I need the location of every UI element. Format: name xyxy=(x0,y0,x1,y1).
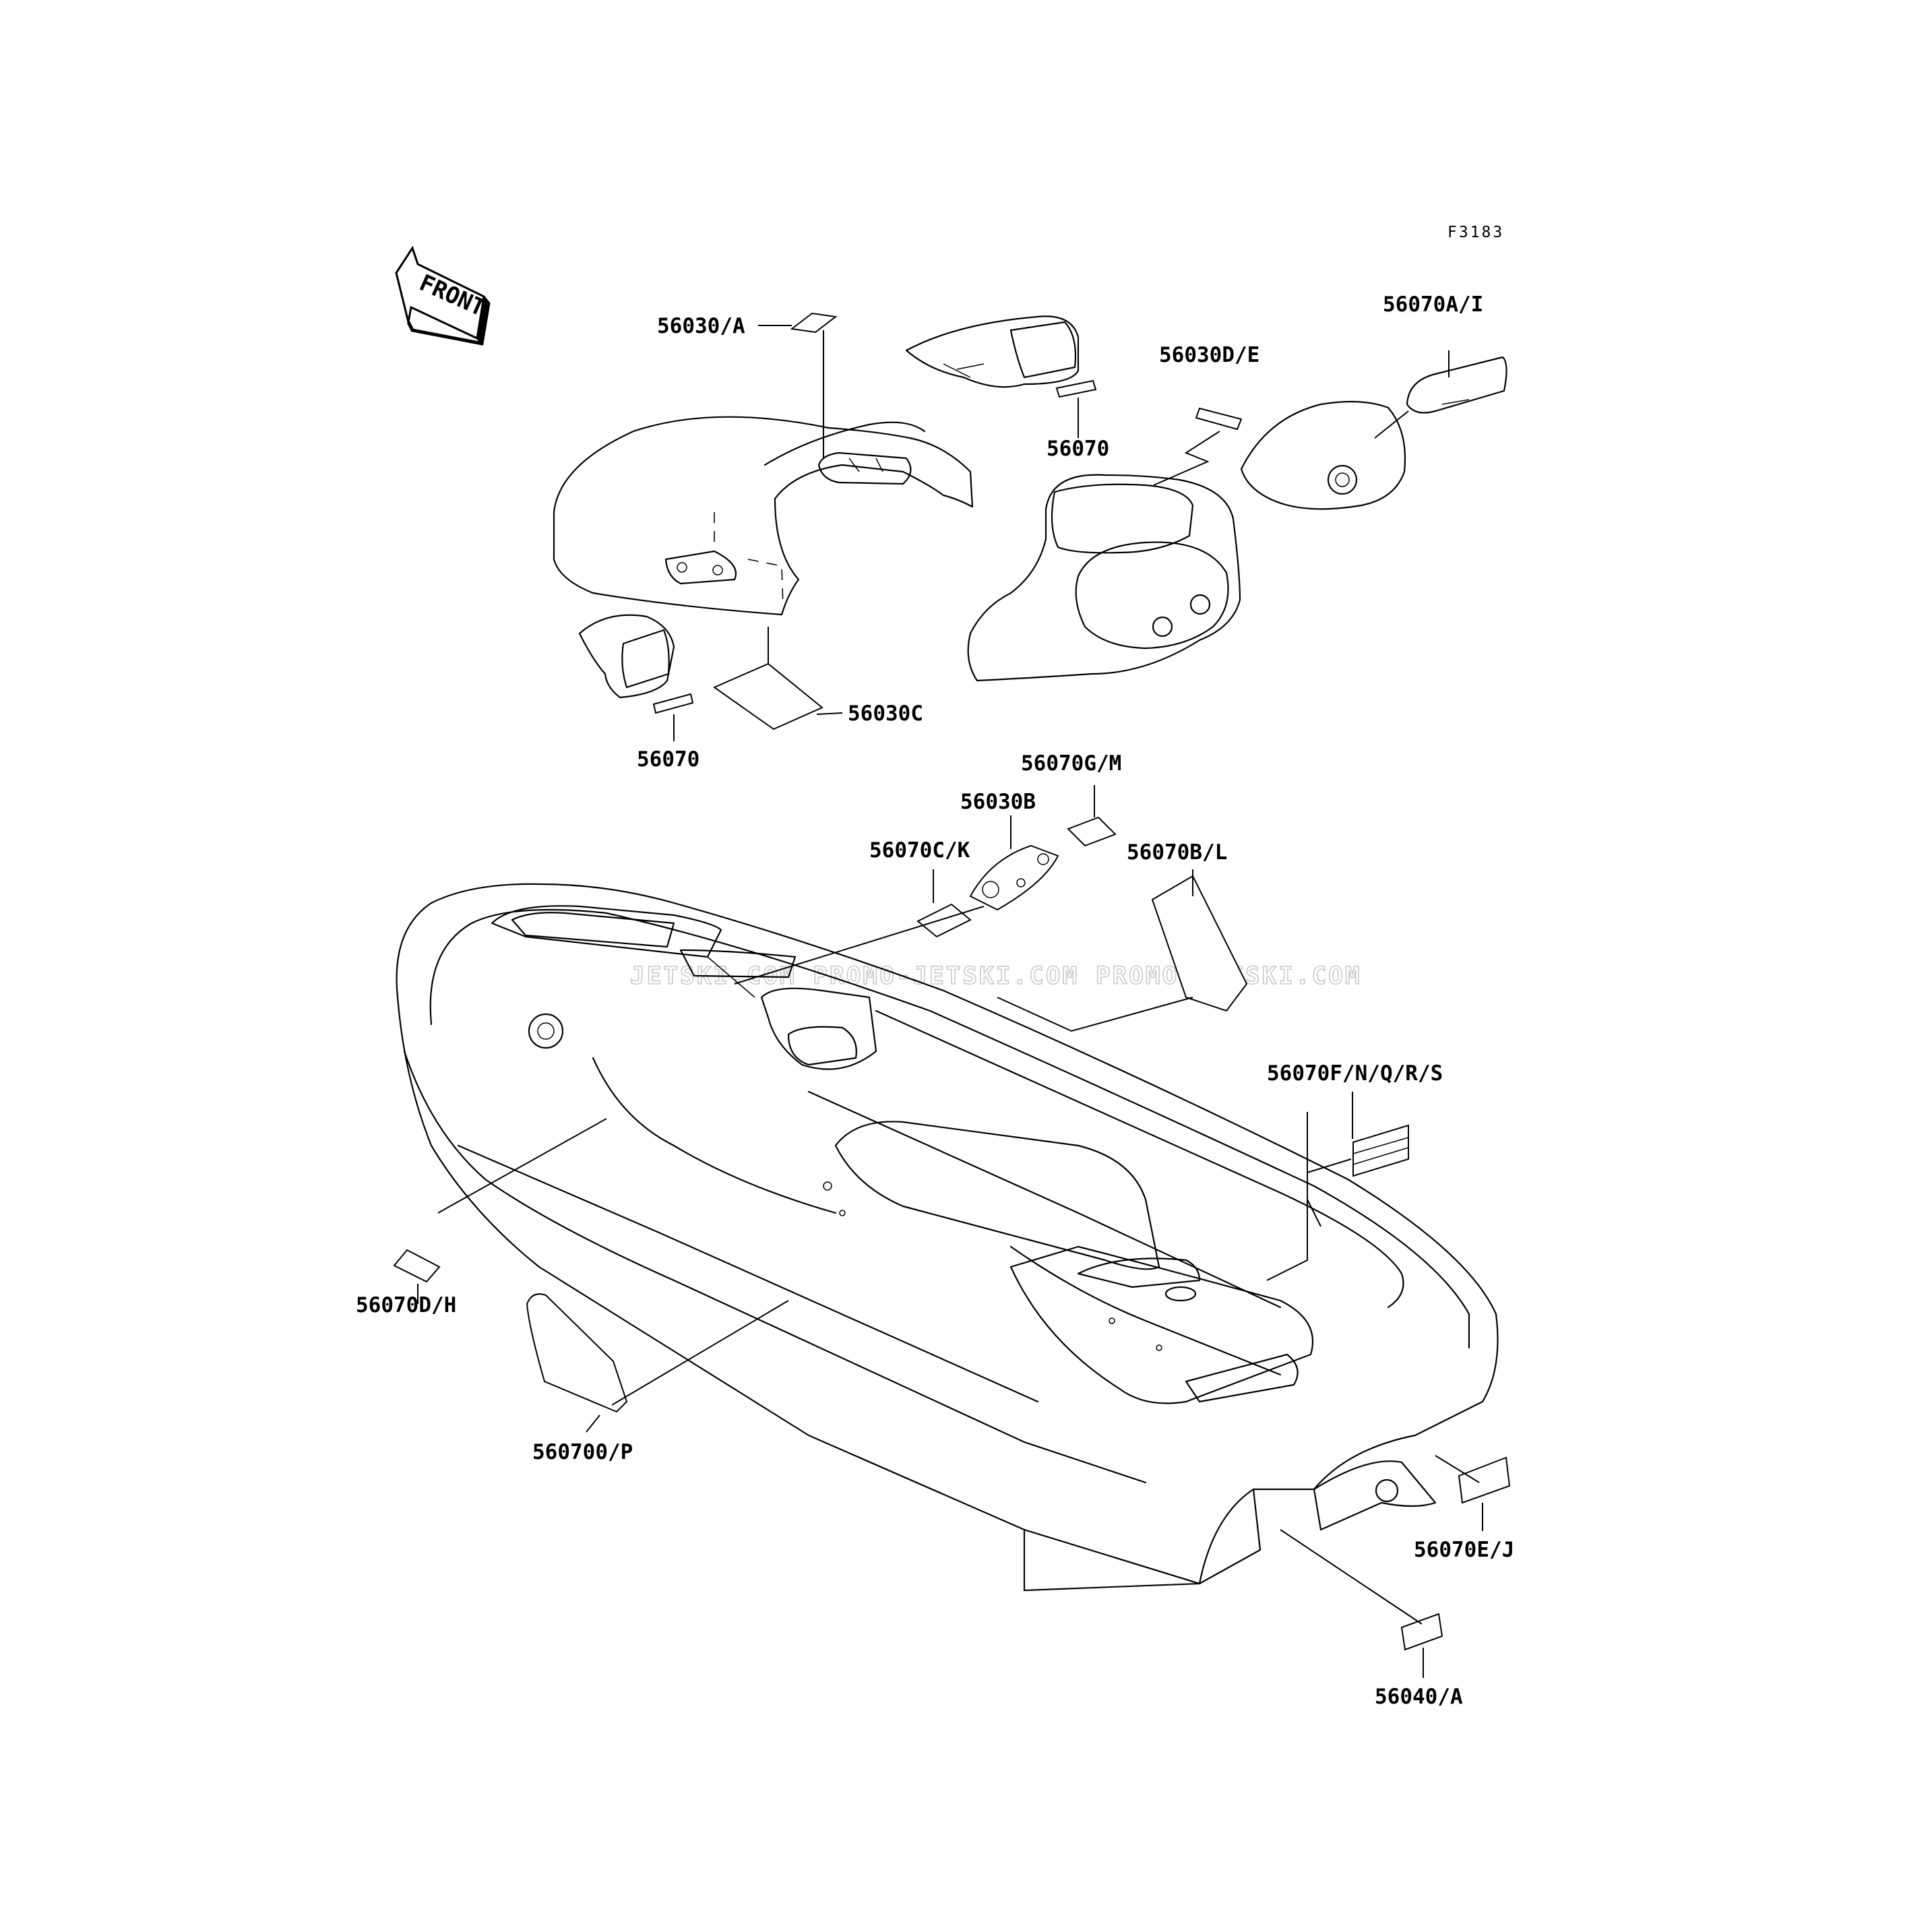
decal-56030b xyxy=(969,844,1059,911)
callout-56040-a: 56040/A xyxy=(1375,1685,1463,1709)
decal-56070d-h xyxy=(393,1249,441,1283)
callout-56070f-n-q-r-s: 56070F/N/Q/R/S xyxy=(1267,1061,1443,1086)
decal-56040-a xyxy=(1400,1613,1443,1651)
storage-lid-part xyxy=(1406,356,1507,414)
callout-56070d-h: 56070D/H xyxy=(356,1293,456,1317)
decal-56070c-k xyxy=(916,903,972,938)
leader-lines xyxy=(417,325,1483,1678)
callout-56070-left: 56070 xyxy=(637,747,699,772)
decal-56030d-e xyxy=(1195,407,1243,431)
callout-56030-a: 56030/A xyxy=(657,314,745,338)
callout-56030b: 56030B xyxy=(960,790,1036,814)
callout-56070b-l: 56070B/L xyxy=(1127,840,1227,865)
callout-560700-p: 560700/P xyxy=(532,1440,633,1464)
hull-part xyxy=(396,883,1499,1592)
callout-56070-top-center: 56070 xyxy=(1047,437,1109,461)
callout-56070c-k: 56070C/K xyxy=(869,838,970,863)
front-direction-arrow-icon: FRONT xyxy=(395,245,491,346)
callout-56070a-i: 56070A/I xyxy=(1383,292,1483,317)
figure-code: F3183 xyxy=(1447,224,1504,241)
decal-56070g-m xyxy=(1067,816,1117,847)
callout-56030c: 56030C xyxy=(848,702,923,726)
decal-56070-top xyxy=(1055,379,1097,398)
decal-56070-left xyxy=(652,693,694,714)
decal-56030-a xyxy=(790,312,838,334)
decal-560700-p xyxy=(526,1293,628,1413)
callout-56070g-m: 56070G/M xyxy=(1021,751,1121,776)
decal-56070e-j xyxy=(1458,1456,1511,1504)
decal-56070f-n-q-r-s xyxy=(1352,1124,1409,1177)
instrument-housing-part xyxy=(967,474,1241,682)
left-mirror-part xyxy=(578,614,675,699)
decal-56030c xyxy=(712,662,823,730)
handlebar-cover-part xyxy=(553,416,974,616)
callout-56030d-e: 56030D/E xyxy=(1159,343,1259,367)
decal-56070b-l xyxy=(1151,875,1248,1012)
console-pad-part xyxy=(1240,400,1406,510)
callout-56070e-j: 56070E/J xyxy=(1414,1538,1514,1562)
right-mirror-part xyxy=(905,315,1080,388)
